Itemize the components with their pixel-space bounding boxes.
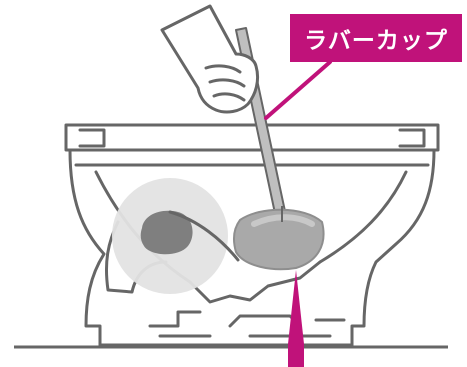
up-arrow-shaft (288, 344, 304, 367)
callout-text: ラバーカップ (304, 21, 448, 55)
hand-icon (162, 6, 258, 112)
plunger-callout-label: ラバーカップ (290, 14, 462, 62)
callout-pointer (266, 62, 330, 118)
